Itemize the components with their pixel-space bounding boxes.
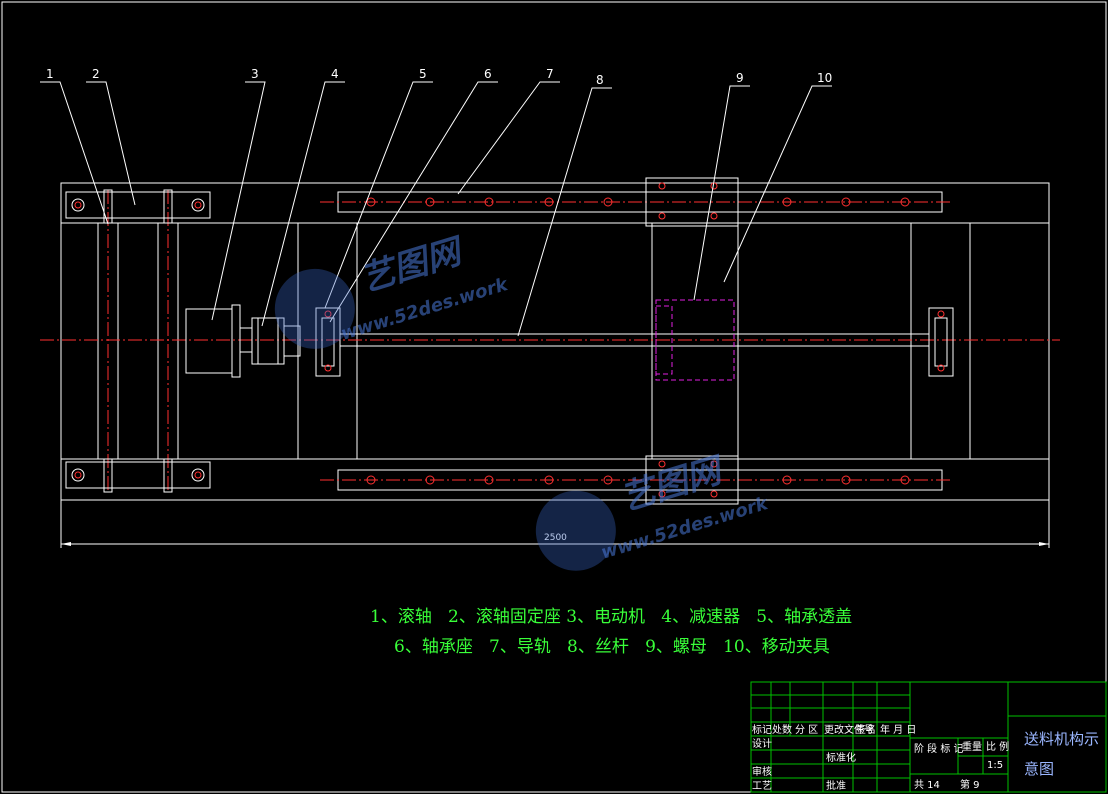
slide-block-bottom bbox=[645, 455, 739, 505]
tb-design: 设计 bbox=[752, 737, 772, 750]
reducer bbox=[239, 317, 301, 365]
rail-bolt-hole bbox=[425, 475, 435, 485]
rail-bolt-hole bbox=[484, 475, 494, 485]
legend-line-2: 6、轴承座 7、导轨 8、丝杆 9、螺母 10、移动夹具 bbox=[394, 637, 830, 657]
tb-stage: 阶 段 标 记 bbox=[914, 742, 964, 755]
drawing-title-line-1: 送料机构示 bbox=[1024, 730, 1099, 748]
tb-sheets-total: 共 14 bbox=[914, 779, 940, 791]
balloon-6: 6 bbox=[484, 67, 492, 81]
rail-bolt-hole bbox=[900, 475, 910, 485]
rail-bolt-hole bbox=[603, 197, 613, 207]
tb-change-doc: 更改文件号 bbox=[824, 723, 874, 736]
balloon-10: 10 bbox=[817, 71, 832, 85]
rail-bolt-hole bbox=[782, 197, 792, 207]
rail-bolt-hole bbox=[366, 475, 376, 485]
drawing-title-line-2: 意图 bbox=[1024, 760, 1054, 778]
guide-rail-bottom bbox=[320, 469, 950, 491]
machine-frame bbox=[60, 182, 1050, 501]
balloon-2: 2 bbox=[92, 67, 100, 81]
overall-dimension: 2500 bbox=[60, 500, 1050, 548]
roller-shaft bbox=[97, 189, 179, 493]
tb-review: 审核 bbox=[752, 765, 772, 778]
guide-rail-top bbox=[320, 191, 950, 213]
rail-bolt-hole bbox=[544, 475, 554, 485]
leader-lines bbox=[40, 81, 832, 337]
tb-craft: 工艺 bbox=[752, 780, 772, 792]
nut bbox=[655, 299, 735, 381]
bearing-seat-right bbox=[928, 307, 954, 377]
balloon-4: 4 bbox=[331, 67, 339, 81]
rail-bolt-hole bbox=[841, 197, 851, 207]
dimension-value: 2500 bbox=[544, 533, 567, 543]
tb-weight: 重量 bbox=[962, 740, 982, 753]
balloon-7: 7 bbox=[546, 67, 554, 81]
rail-bolt-hole bbox=[900, 197, 910, 207]
legend-line-1: 1、滚轴 2、滚轴固定座 3、电动机 4、减速器 5、轴承透盖 bbox=[370, 607, 852, 627]
title-block bbox=[750, 681, 1107, 793]
rail-bolt-hole bbox=[484, 197, 494, 207]
tb-scale: 比 例 bbox=[986, 740, 1009, 753]
balloon-5: 5 bbox=[419, 67, 427, 81]
tb-approve: 批准 bbox=[826, 779, 846, 792]
tb-date: 年 月 日 bbox=[880, 723, 916, 736]
balloon-labels: 1 2 3 4 5 6 7 8 9 10 bbox=[46, 67, 832, 87]
rail-bolt-hole bbox=[544, 197, 554, 207]
tb-scale-value: 1:5 bbox=[987, 760, 1003, 771]
rail-bolts bbox=[366, 197, 910, 485]
tb-standard: 标准化 bbox=[826, 751, 856, 764]
balloon-9: 9 bbox=[736, 71, 744, 85]
balloon-3: 3 bbox=[251, 67, 259, 81]
tb-sign: 签名 bbox=[856, 723, 876, 736]
tb-sheet-no: 第 9 bbox=[960, 778, 980, 791]
rail-bolt-hole bbox=[603, 475, 613, 485]
lead-screw bbox=[339, 333, 930, 347]
balloon-8: 8 bbox=[596, 73, 604, 87]
tb-mark: 标记 bbox=[752, 724, 772, 736]
roller-seat bbox=[65, 191, 211, 489]
balloon-1: 1 bbox=[46, 67, 54, 81]
watermark-2: 艺图网 www.52des.work bbox=[535, 450, 771, 571]
rail-bolt-hole bbox=[366, 197, 376, 207]
rail-bolt-hole bbox=[841, 475, 851, 485]
slide-block-top bbox=[645, 177, 739, 227]
title-block-text: 标记 处数 分 区 更改文件号 签名 年 月 日 设计 标准化 审核 工艺 批准… bbox=[752, 723, 1099, 792]
rail-bolt-hole bbox=[425, 197, 435, 207]
tb-zone: 分 区 bbox=[795, 724, 818, 736]
rail-bolt-hole bbox=[782, 475, 792, 485]
bearing-seat-left bbox=[315, 307, 341, 377]
tb-count: 处数 bbox=[772, 723, 792, 736]
